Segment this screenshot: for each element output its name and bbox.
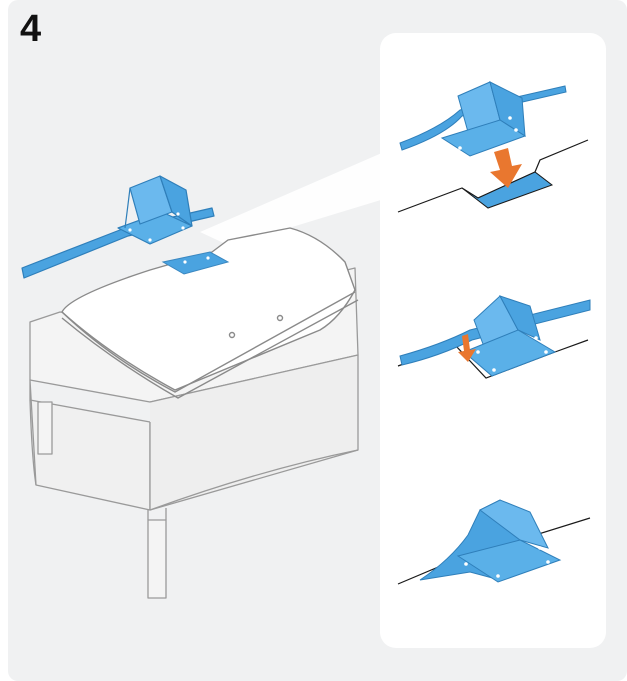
stand-main — [21, 175, 215, 279]
detail-step-1 — [397, 81, 589, 213]
step-number: 4 — [20, 8, 42, 50]
tv — [61, 227, 359, 399]
screw-hole — [128, 228, 132, 232]
tv-stand-slot — [161, 251, 230, 275]
arrow-down-small-icon — [458, 334, 476, 362]
arrow-down-icon — [490, 148, 522, 188]
detail-step-3 — [397, 499, 591, 585]
zoom-callout-wedge — [200, 145, 420, 246]
detail-step-2 — [397, 295, 591, 379]
